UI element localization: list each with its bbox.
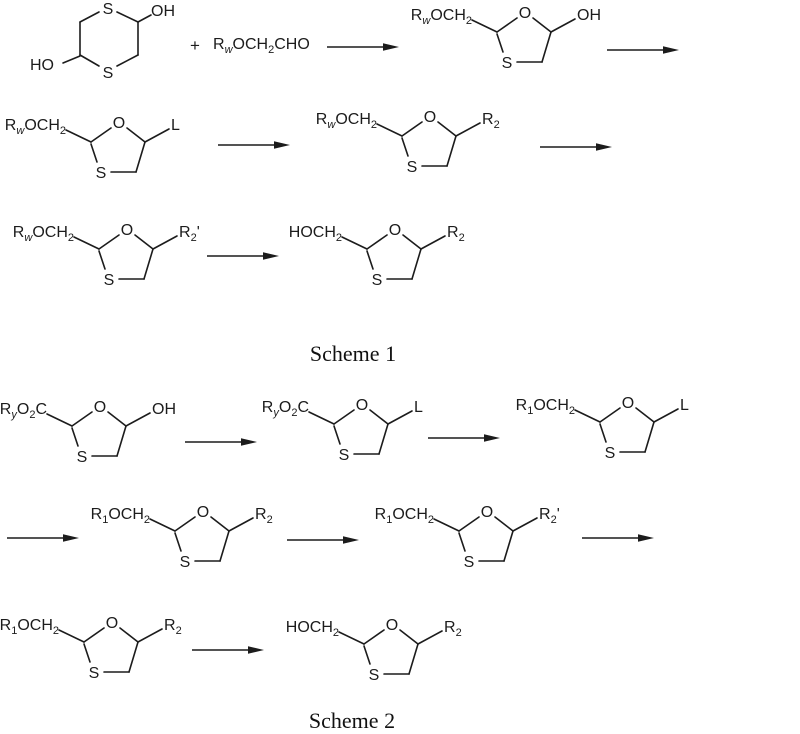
molecule-oxathiolane-ryo2c-l: RyO2C O S L bbox=[243, 392, 473, 474]
right-substituent-label: R2' bbox=[539, 506, 560, 527]
oxygen-atom-label: O bbox=[481, 504, 493, 521]
oxygen-atom-label: O bbox=[356, 397, 368, 414]
left-substituent-label: HOCH2 bbox=[285, 619, 339, 640]
right-substituent-label: R2 bbox=[482, 111, 500, 132]
reaction-arrow bbox=[428, 434, 500, 442]
left-substituent-label: R1OCH2 bbox=[515, 397, 575, 418]
oxygen-atom-label: O bbox=[121, 222, 133, 239]
sulfur-atom-label: S bbox=[103, 1, 114, 18]
oxathiolane-ring: O S bbox=[149, 504, 254, 571]
oxathiolane-ring: O S bbox=[308, 397, 413, 464]
left-substituent-label: HOCH2 bbox=[288, 224, 342, 245]
molecule-oxathiolane-rwoch2-oh: RwOCH2 O S OH bbox=[406, 0, 636, 82]
right-substituent-label: R2 bbox=[164, 617, 182, 638]
left-substituent-label: R1OCH2 bbox=[90, 506, 150, 527]
oxygen-atom-label: O bbox=[113, 115, 125, 132]
molecule-oxathiolane-rwoch2-l: RwOCH2 O S L bbox=[0, 110, 230, 192]
molecule-oxathiolane-r1och2-r2: R1OCH2 O S R2 bbox=[84, 499, 314, 581]
sulfur-atom-label: S bbox=[96, 165, 107, 182]
sulfur-atom-label: S bbox=[502, 55, 513, 72]
left-substituent-label: RyO2C bbox=[261, 399, 309, 420]
sulfur-atom-label: S bbox=[372, 272, 383, 289]
reaction-arrow bbox=[607, 46, 679, 54]
left-substituent-label: RwOCH2 bbox=[12, 224, 74, 245]
sulfur-atom-label: S bbox=[77, 449, 88, 466]
oxygen-atom-label: O bbox=[197, 504, 209, 521]
molecule-oxathiolane-r1och2-r2-final: R1OCH2 O S R2 bbox=[0, 610, 223, 692]
oxygen-atom-label: O bbox=[106, 615, 118, 632]
sulfur-atom-label: S bbox=[339, 447, 350, 464]
oxathiolane-ring: O S bbox=[376, 109, 481, 176]
right-substituent-label: R2 bbox=[444, 619, 462, 640]
sulfur-atom-label: S bbox=[89, 665, 100, 682]
reaction-arrow bbox=[582, 534, 654, 542]
oxathiolane-ring: O S bbox=[338, 617, 443, 684]
molecule-oxathiolane-hoch2-r2-final: HOCH2 O S R2 bbox=[273, 612, 503, 694]
molecule-oxathiolane-rwoch2-r2: RwOCH2 O S R2 bbox=[311, 104, 541, 186]
hydroxyl-label: HO bbox=[30, 57, 54, 74]
left-substituent-label: R1OCH2 bbox=[374, 506, 434, 527]
sulfur-atom-label: S bbox=[464, 554, 475, 571]
reaction-arrow bbox=[327, 43, 399, 51]
reaction-arrow bbox=[185, 438, 257, 446]
reaction-arrow bbox=[287, 536, 359, 544]
oxathiolane-ring: O S bbox=[471, 5, 576, 72]
hydroxyl-label: OH bbox=[151, 3, 175, 20]
oxygen-atom-label: O bbox=[386, 617, 398, 634]
dithiane-ring: S S bbox=[62, 1, 152, 82]
right-substituent-label: OH bbox=[152, 401, 176, 418]
oxygen-atom-label: O bbox=[389, 222, 401, 239]
molecule-oxathiolane-r1och2-l: R1OCH2 O S L bbox=[509, 390, 739, 472]
oxathiolane-ring: O S bbox=[46, 399, 151, 466]
right-substituent-label: L bbox=[680, 397, 689, 414]
scheme2-caption: Scheme 2 bbox=[308, 708, 396, 733]
oxathiolane-ring: O S bbox=[65, 115, 170, 182]
right-substituent-label: R2 bbox=[447, 224, 465, 245]
sulfur-atom-label: S bbox=[407, 159, 418, 176]
molecule-oxathiolane-ryo2c-oh: RyO2C O S OH bbox=[0, 394, 211, 476]
right-substituent-label: L bbox=[171, 117, 180, 134]
sulfur-atom-label: S bbox=[103, 65, 114, 82]
oxygen-atom-label: O bbox=[94, 399, 106, 416]
reagent-aldehyde-label: RwOCH2CHO bbox=[213, 36, 310, 57]
oxathiolane-ring: O S bbox=[58, 615, 163, 682]
right-substituent-label: R2 bbox=[255, 506, 273, 527]
oxathiolane-ring: O S bbox=[433, 504, 538, 571]
molecule-oxathiolane-r1och2-r2prime: R1OCH2 O S R2' bbox=[368, 499, 598, 581]
oxygen-atom-label: O bbox=[622, 395, 634, 412]
right-substituent-label: L bbox=[414, 399, 423, 416]
scheme1-caption: Scheme 1 bbox=[309, 341, 397, 366]
sulfur-atom-label: S bbox=[104, 272, 115, 289]
right-substituent-label: OH bbox=[577, 7, 601, 24]
oxygen-atom-label: O bbox=[519, 5, 531, 22]
reaction-arrow bbox=[192, 646, 264, 654]
molecule-dithiane-diol: S S OH HO bbox=[25, 0, 215, 88]
molecule-oxathiolane-hoch2-r2: HOCH2 O S R2 bbox=[276, 217, 506, 299]
reaction-arrow bbox=[207, 252, 279, 260]
oxathiolane-ring: O S bbox=[73, 222, 178, 289]
sulfur-atom-label: S bbox=[180, 554, 191, 571]
sulfur-atom-label: S bbox=[369, 667, 380, 684]
left-substituent-label: R1OCH2 bbox=[0, 617, 59, 638]
molecule-oxathiolane-rwoch2-r2prime: RwOCH2 O S R2' bbox=[8, 217, 238, 299]
left-substituent-label: RwOCH2 bbox=[315, 111, 377, 132]
right-substituent-label: R2' bbox=[179, 224, 200, 245]
sulfur-atom-label: S bbox=[605, 445, 616, 462]
left-substituent-label: RwOCH2 bbox=[4, 117, 66, 138]
left-substituent-label: RyO2C bbox=[0, 401, 47, 422]
oxygen-atom-label: O bbox=[424, 109, 436, 126]
oxathiolane-ring: O S bbox=[341, 222, 446, 289]
oxathiolane-ring: O S bbox=[574, 395, 679, 462]
reaction-arrow bbox=[7, 534, 79, 542]
plus-sign: + bbox=[190, 36, 200, 55]
left-substituent-label: RwOCH2 bbox=[410, 7, 472, 28]
reaction-arrow bbox=[218, 141, 290, 149]
reaction-arrow bbox=[540, 143, 612, 151]
